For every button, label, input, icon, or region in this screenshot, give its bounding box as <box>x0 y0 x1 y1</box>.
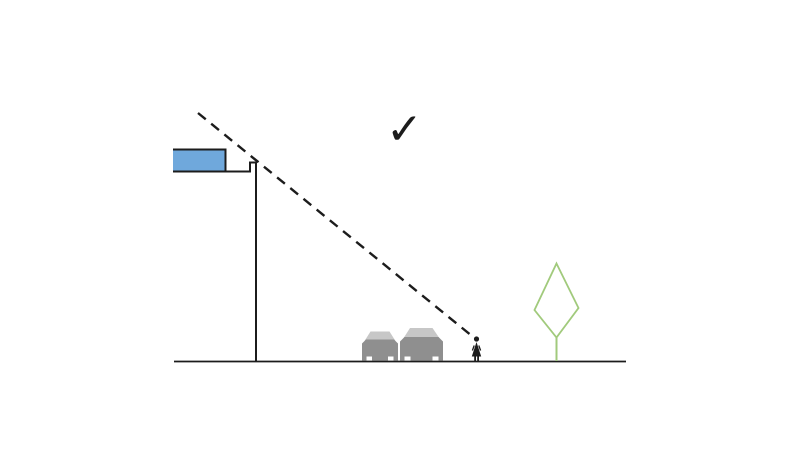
pedestrian-body <box>471 342 482 357</box>
car-right-wheel-gap <box>404 356 411 361</box>
tree-crown <box>533 261 580 339</box>
checkmark-icon: ✓ <box>386 104 423 155</box>
pedestrian-head <box>473 336 480 342</box>
pedestrian-leg <box>474 356 476 362</box>
pedestrian-arm <box>478 345 482 351</box>
pedestrian-figure <box>471 336 482 362</box>
car-left-wheel-gap <box>388 356 394 361</box>
car-left <box>362 331 398 361</box>
sign-panel-border <box>173 148 227 172</box>
pedestrian-arm <box>471 345 475 351</box>
tree <box>533 261 580 361</box>
car-right-wheel-gap <box>432 356 439 361</box>
pole-and-mount <box>173 161 257 361</box>
sign-panel <box>173 150 226 171</box>
car-right-body <box>400 337 443 361</box>
car-left-wheel-gap <box>366 356 372 361</box>
car-right <box>400 328 443 361</box>
pedestrian-leg <box>477 356 479 362</box>
car-left-body <box>362 339 398 361</box>
sight-line-dashed <box>197 112 473 337</box>
